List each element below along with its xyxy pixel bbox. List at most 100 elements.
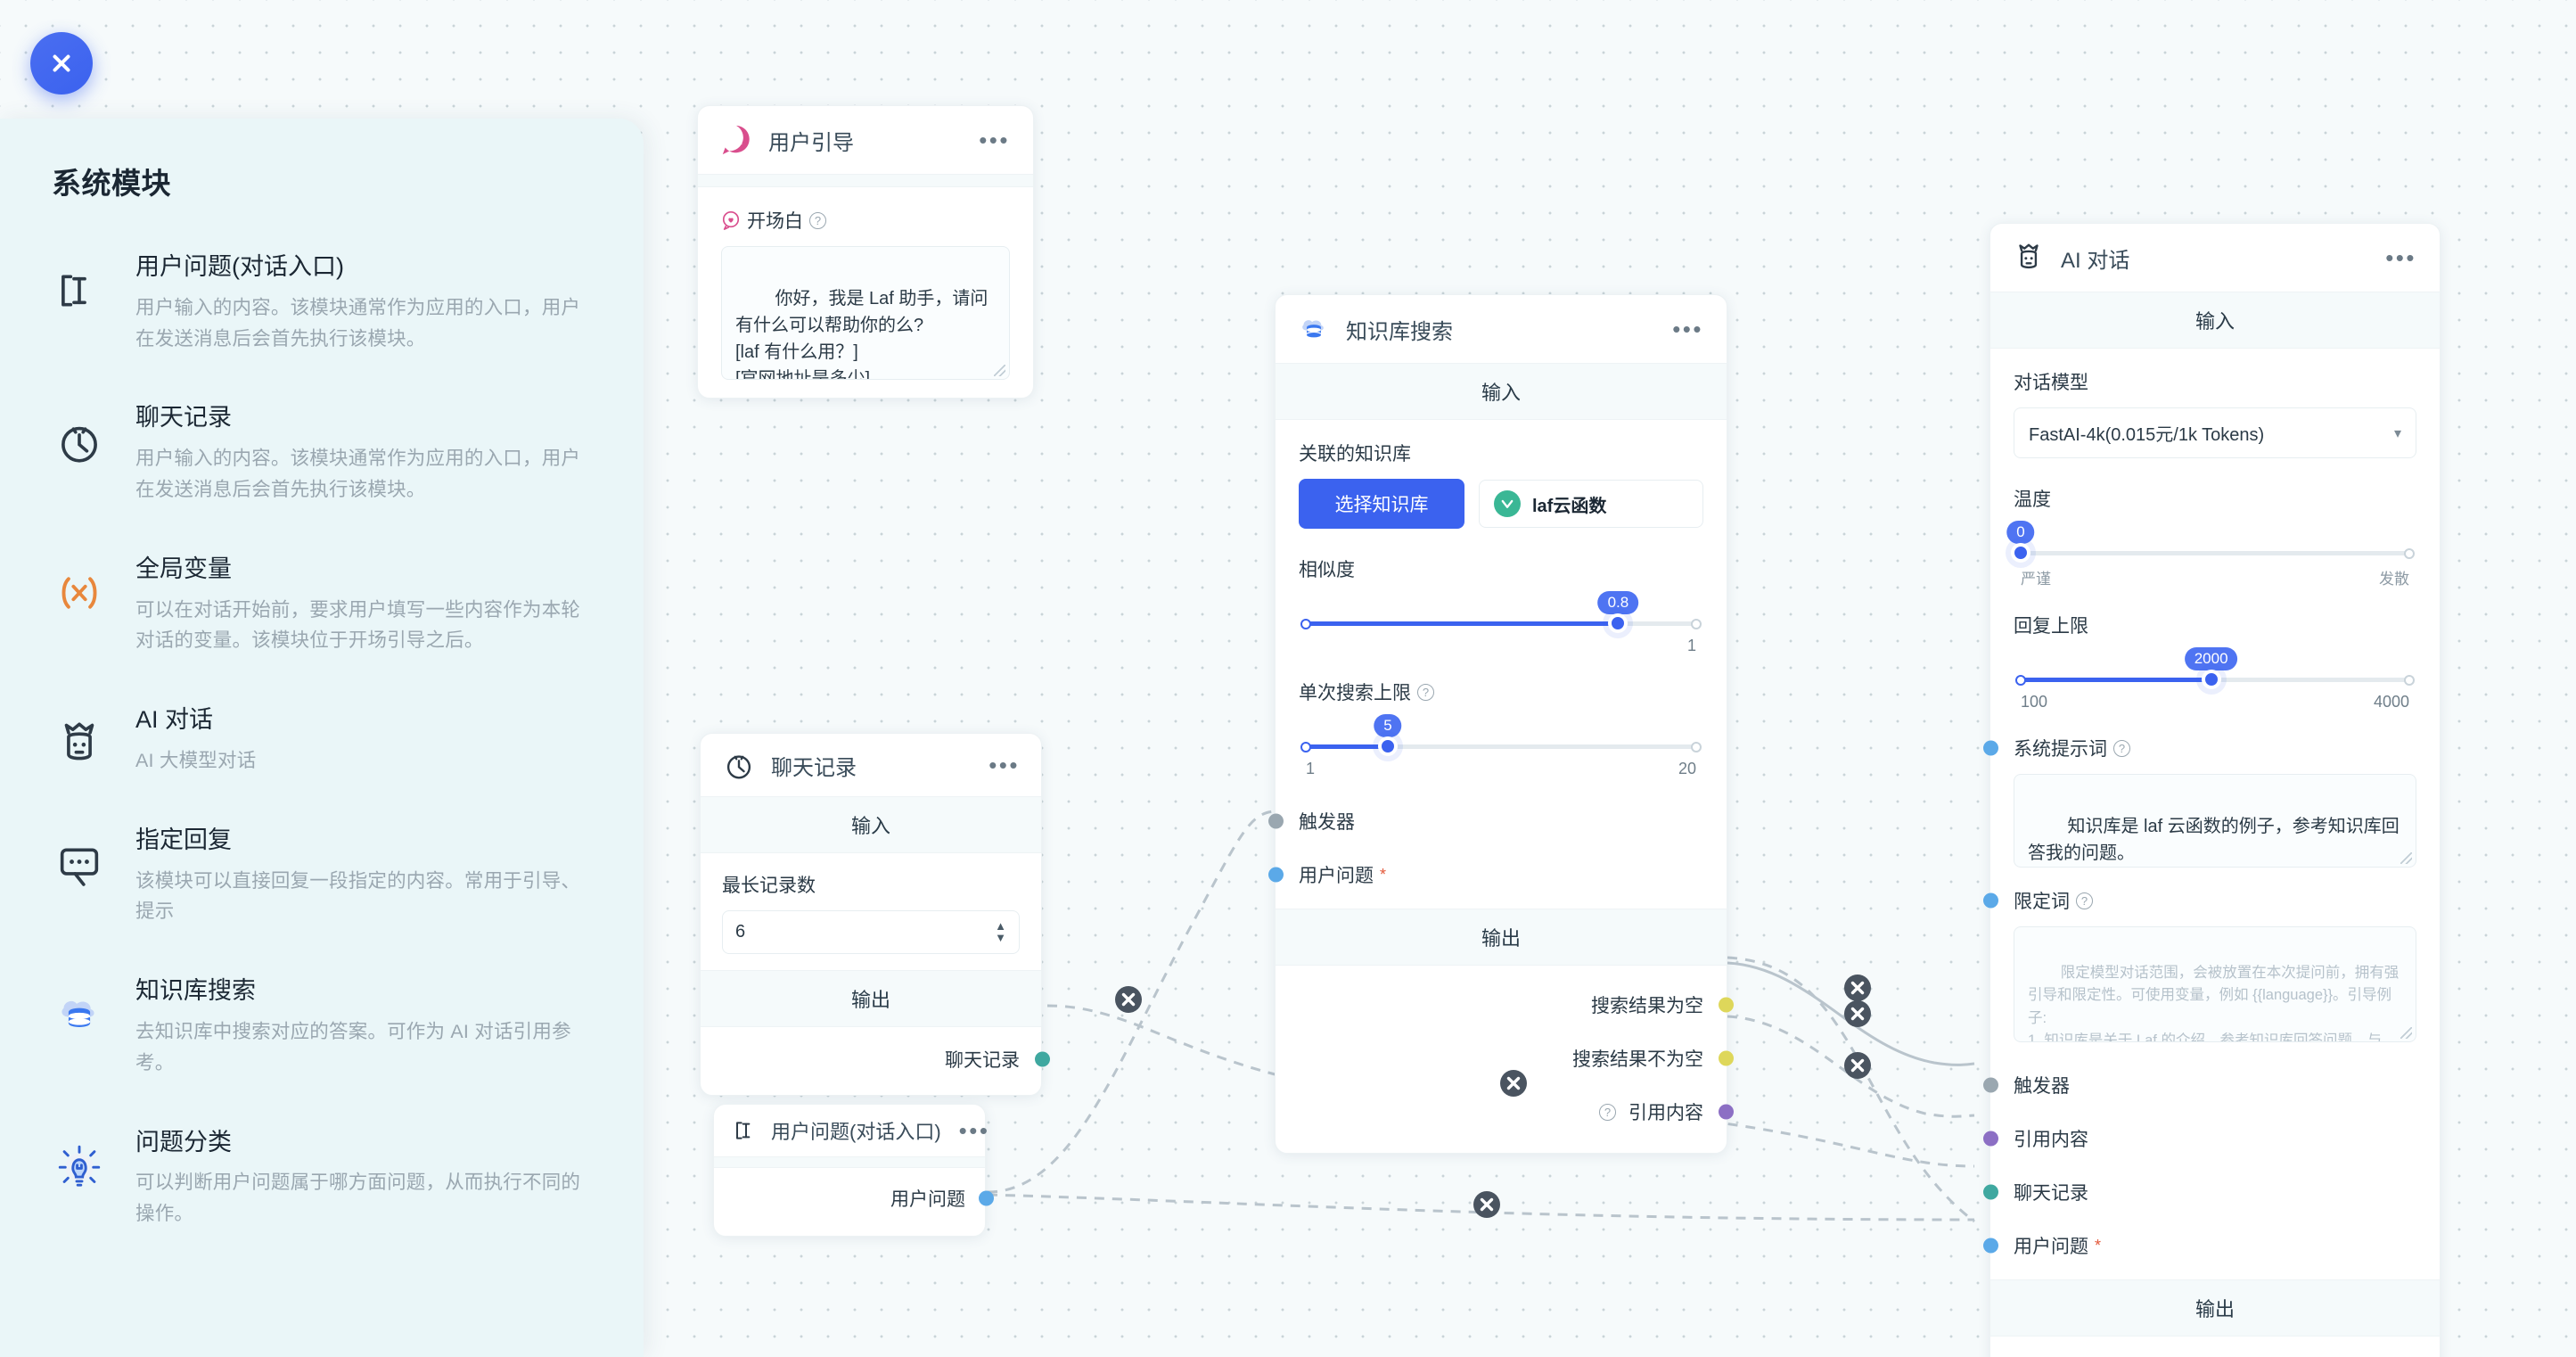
maxtokens-min: 100 [2021,693,2048,711]
close-panel-button[interactable] [30,32,93,95]
port-dot[interactable] [1983,1238,1998,1254]
help-icon[interactable]: ? [809,211,826,229]
sidebar-item-name: AI 对话 [135,706,214,734]
port-in-quote[interactable]: 引用内容 [1983,1112,2416,1165]
limit-slider[interactable]: 5 1 20 [1299,714,1703,778]
similarity-max: 1 [1686,637,1696,654]
node-header[interactable]: 知识库搜索 ••• [1276,295,1727,364]
help-icon[interactable]: ? [1599,1103,1616,1121]
kb-chip-laf[interactable]: laf云函数 [1479,480,1703,528]
node-menu-button[interactable]: ••• [2385,244,2416,271]
port-in-history[interactable]: 聊天记录 [1983,1165,2416,1219]
node-header[interactable]: AI 对话 ••• [1990,224,2440,292]
database-cloud-icon [1297,312,1331,346]
model-value: FastAI-4k(0.015元/1k Tokens) [2029,425,2265,445]
temperature-slider[interactable]: 0 严谨 发散 [2006,521,2416,588]
node-title: 用户引导 [768,130,854,155]
port-dot[interactable] [1719,997,1734,1013]
node-ai-chat[interactable]: AI 对话 ••• 输入 对话模型 FastAI-4k(0.015元/1k To… [1983,223,2441,1357]
similarity-slider[interactable]: 0.8 1 [1299,591,1703,655]
port-in-trigger[interactable]: 触发器 [1268,794,1703,848]
port-dot[interactable] [1719,1104,1734,1120]
resize-handle[interactable] [2400,852,2412,864]
similarity-label: 相似度 [1299,560,1355,580]
sidebar-item-question-classify[interactable]: 问题分类 可以判断用户问题属于哪方面问题，从而执行不同的操作。 [52,1126,592,1230]
sidebar-item-desc: 该模块可以直接回复一段指定的内容。常用于引导、提示 [135,869,581,923]
temperature-thumb[interactable] [2011,543,2030,563]
port-label: 引用内容 [1628,1103,1703,1123]
port-label: 引用内容 [2014,1130,2088,1150]
port-in-user-question[interactable]: 用户问题* [1268,848,1703,901]
output-section-header: 输出 [701,970,1041,1027]
maxtokens-thumb[interactable] [2201,670,2221,689]
limit-thumb[interactable] [1377,736,1398,756]
opening-statement-textarea[interactable]: 你好，我是 Laf 助手，请问有什么可以帮助你的么? [laf 有什么用？] [… [721,246,1010,380]
port-in-user-question[interactable]: 用户问题* [1983,1219,2416,1272]
sidebar-item-user-question[interactable]: 用户问题(对话入口) 用户输入的内容。该模块通常作为应用的入口，用户在发送消息后… [52,251,592,354]
sidebar-item-ai-chat[interactable]: AI 对话 AI 大模型对话 [52,703,592,777]
similarity-thumb[interactable] [1608,613,1628,633]
node-title: 知识库搜索 [1346,319,1453,344]
node-menu-button[interactable]: ••• [979,127,1010,153]
port-out-chat-history[interactable]: 聊天记录 [722,1032,1050,1086]
system-prompt-textarea[interactable]: 知识库是 laf 云函数的例子，参考知识库回答我的问题。 [2014,774,2416,868]
port-out-user-question[interactable]: 用户问题 [734,1172,994,1225]
node-menu-button[interactable]: ••• [1672,316,1703,342]
stepper-arrows[interactable]: ▲ ▼ [995,919,1006,944]
port-label: 用户问题 [1299,866,1374,886]
database-cloud-icon [52,987,107,1042]
max-records-stepper[interactable]: 6 ▲ ▼ [722,910,1020,954]
sidebar-item-name: 指定回复 [135,826,232,853]
sidebar-item-specified-reply[interactable]: 指定回复 该模块可以直接回复一段指定的内容。常用于引导、提示 [52,824,592,927]
help-icon[interactable]: ? [2113,739,2130,757]
stepper-down-icon[interactable]: ▼ [995,931,1006,944]
sidebar-item-chat-history[interactable]: 聊天记录 用户输入的内容。该模块通常作为应用的入口，用户在发送消息后会首先执行该… [52,401,592,505]
node-menu-button[interactable]: ••• [958,1117,990,1144]
model-label: 对话模型 [2014,373,2088,393]
port-dot[interactable] [1268,867,1284,883]
edge-delete-button[interactable] [1842,999,1873,1029]
sidebar-item-name: 聊天记录 [135,404,232,432]
sidebar-item-desc: 用户输入的内容。该模块通常作为应用的入口，用户在发送消息后会首先执行该模块。 [135,296,581,350]
limit-label: 单次搜索上限 ? [1299,678,1703,705]
node-header[interactable]: Hi 用户引导 ••• [698,106,1033,175]
sidebar-item-global-variable[interactable]: 全局变量 可以在对话开始前，要求用户填写一些内容作为本轮对话的变量。该模块位于开… [52,553,592,656]
node-kb-search[interactable]: 知识库搜索 ••• 输入 关联的知识库 选择知识库 laf云函数 相似度 [1268,294,1734,1154]
model-select[interactable]: FastAI-4k(0.015元/1k Tokens) ▾ [2014,407,2416,458]
port-in-trigger[interactable]: 触发器 [1983,1058,2416,1112]
select-kb-button[interactable]: 选择知识库 [1299,479,1464,529]
port-dot[interactable] [979,1190,994,1206]
port-dot[interactable] [1983,1131,1998,1147]
port-dot[interactable] [1268,813,1284,829]
port-dot[interactable] [1983,1077,1998,1093]
resize-handle[interactable] [2400,1027,2412,1039]
help-icon[interactable]: ? [2076,892,2093,909]
lightbulb-icon [52,1139,107,1194]
node-user-question[interactable]: 用户问题(对话入口) ••• 用户问题 [713,1104,994,1237]
port-dot[interactable] [1719,1050,1734,1066]
port-dot[interactable] [1983,1184,1998,1200]
maxtokens-slider[interactable]: 2000 100 4000 [2014,647,2416,711]
port-out-empty[interactable]: 搜索结果为空 [1299,978,1734,1032]
node-header[interactable]: 聊天记录 ••• [701,734,1041,797]
resize-handle[interactable] [994,365,1005,376]
port-dot[interactable] [1035,1051,1050,1067]
help-icon[interactable]: ? [1417,683,1434,701]
opening-statement-value: 你好，我是 Laf 助手，请问有什么可以帮助你的么? [laf 有什么用？] [… [735,289,989,380]
sidebar-item-kb-search[interactable]: 知识库搜索 去知识库中搜索对应的答案。可作为 AI 对话引用参考。 [52,975,592,1078]
qualifier-textarea[interactable]: 限定模型对话范围，会被放置在本次提问前，拥有强引导和限定性。可使用变量，例如 {… [2014,926,2416,1042]
edge-delete-button[interactable] [1113,984,1144,1015]
node-menu-button[interactable]: ••• [989,752,1020,778]
sidebar-item-desc: 去知识库中搜索对应的答案。可作为 AI 对话引用参考。 [135,1020,571,1073]
port-dot[interactable] [1983,892,1998,909]
node-header[interactable]: 用户问题(对话入口) ••• [714,1105,988,1157]
edge-delete-button[interactable] [1842,1050,1873,1081]
temperature-min-label: 严谨 [2021,571,2051,588]
edge-delete-button[interactable] [1498,1068,1529,1098]
node-user-guide[interactable]: Hi 用户引导 ••• 开场白 ? 你好，我是 Laf 助手，请问有什么可以帮助… [697,105,1034,399]
stepper-up-icon[interactable]: ▲ [995,919,1006,933]
port-dot[interactable] [1983,740,1998,756]
edge-delete-button[interactable] [1472,1189,1502,1220]
node-chat-history[interactable]: 聊天记录 ••• 输入 最长记录数 6 ▲ ▼ 输出 聊天记录 [700,733,1050,1096]
port-out-finish[interactable]: ? 回复结束 [2014,1345,2416,1357]
